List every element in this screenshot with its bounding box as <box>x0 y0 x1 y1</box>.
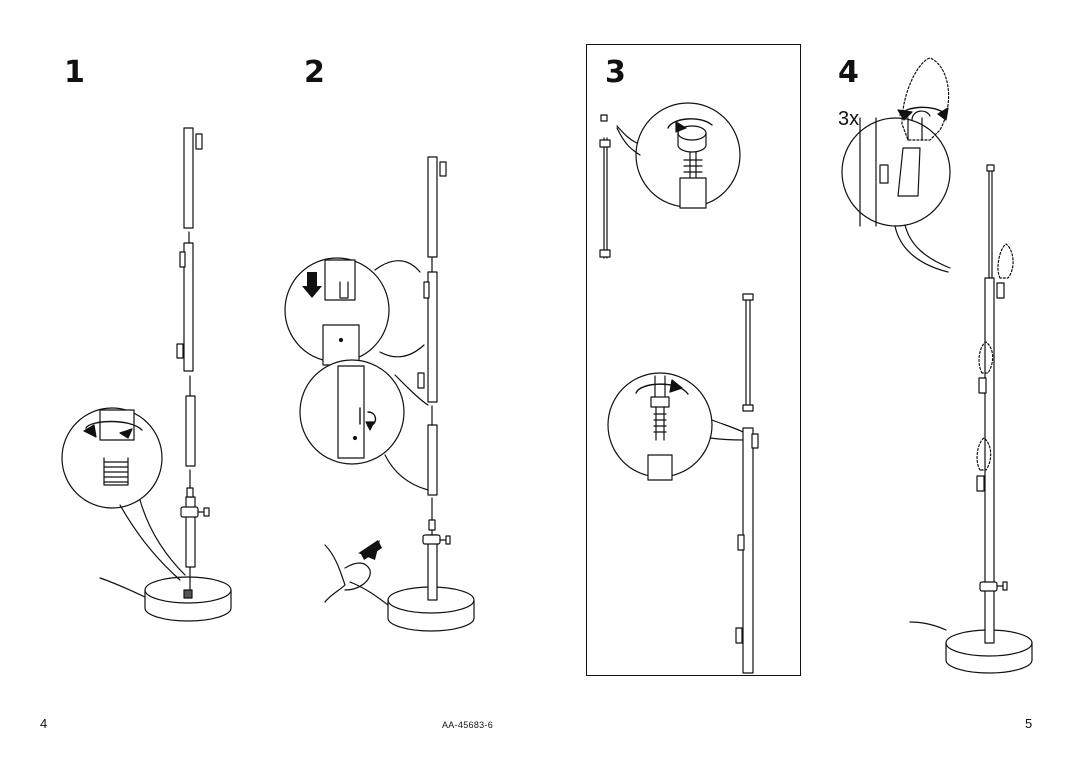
left-page-number: 4 <box>40 716 48 731</box>
step-3-number: 3 <box>605 55 626 90</box>
document-code: AA-45683-6 <box>442 720 494 730</box>
step-1-number: 1 <box>64 55 85 90</box>
step-2-number: 2 <box>304 55 325 90</box>
step-4-illustration <box>841 57 1033 674</box>
step-1-illustration <box>61 127 232 622</box>
step-4-quantity: 3x <box>838 108 860 130</box>
step-3-frame <box>586 44 801 676</box>
step-3-illustration <box>599 102 759 674</box>
right-page-number: 5 <box>1025 716 1033 731</box>
step-2-illustration <box>284 156 475 632</box>
step-4-number: 4 <box>838 55 859 90</box>
